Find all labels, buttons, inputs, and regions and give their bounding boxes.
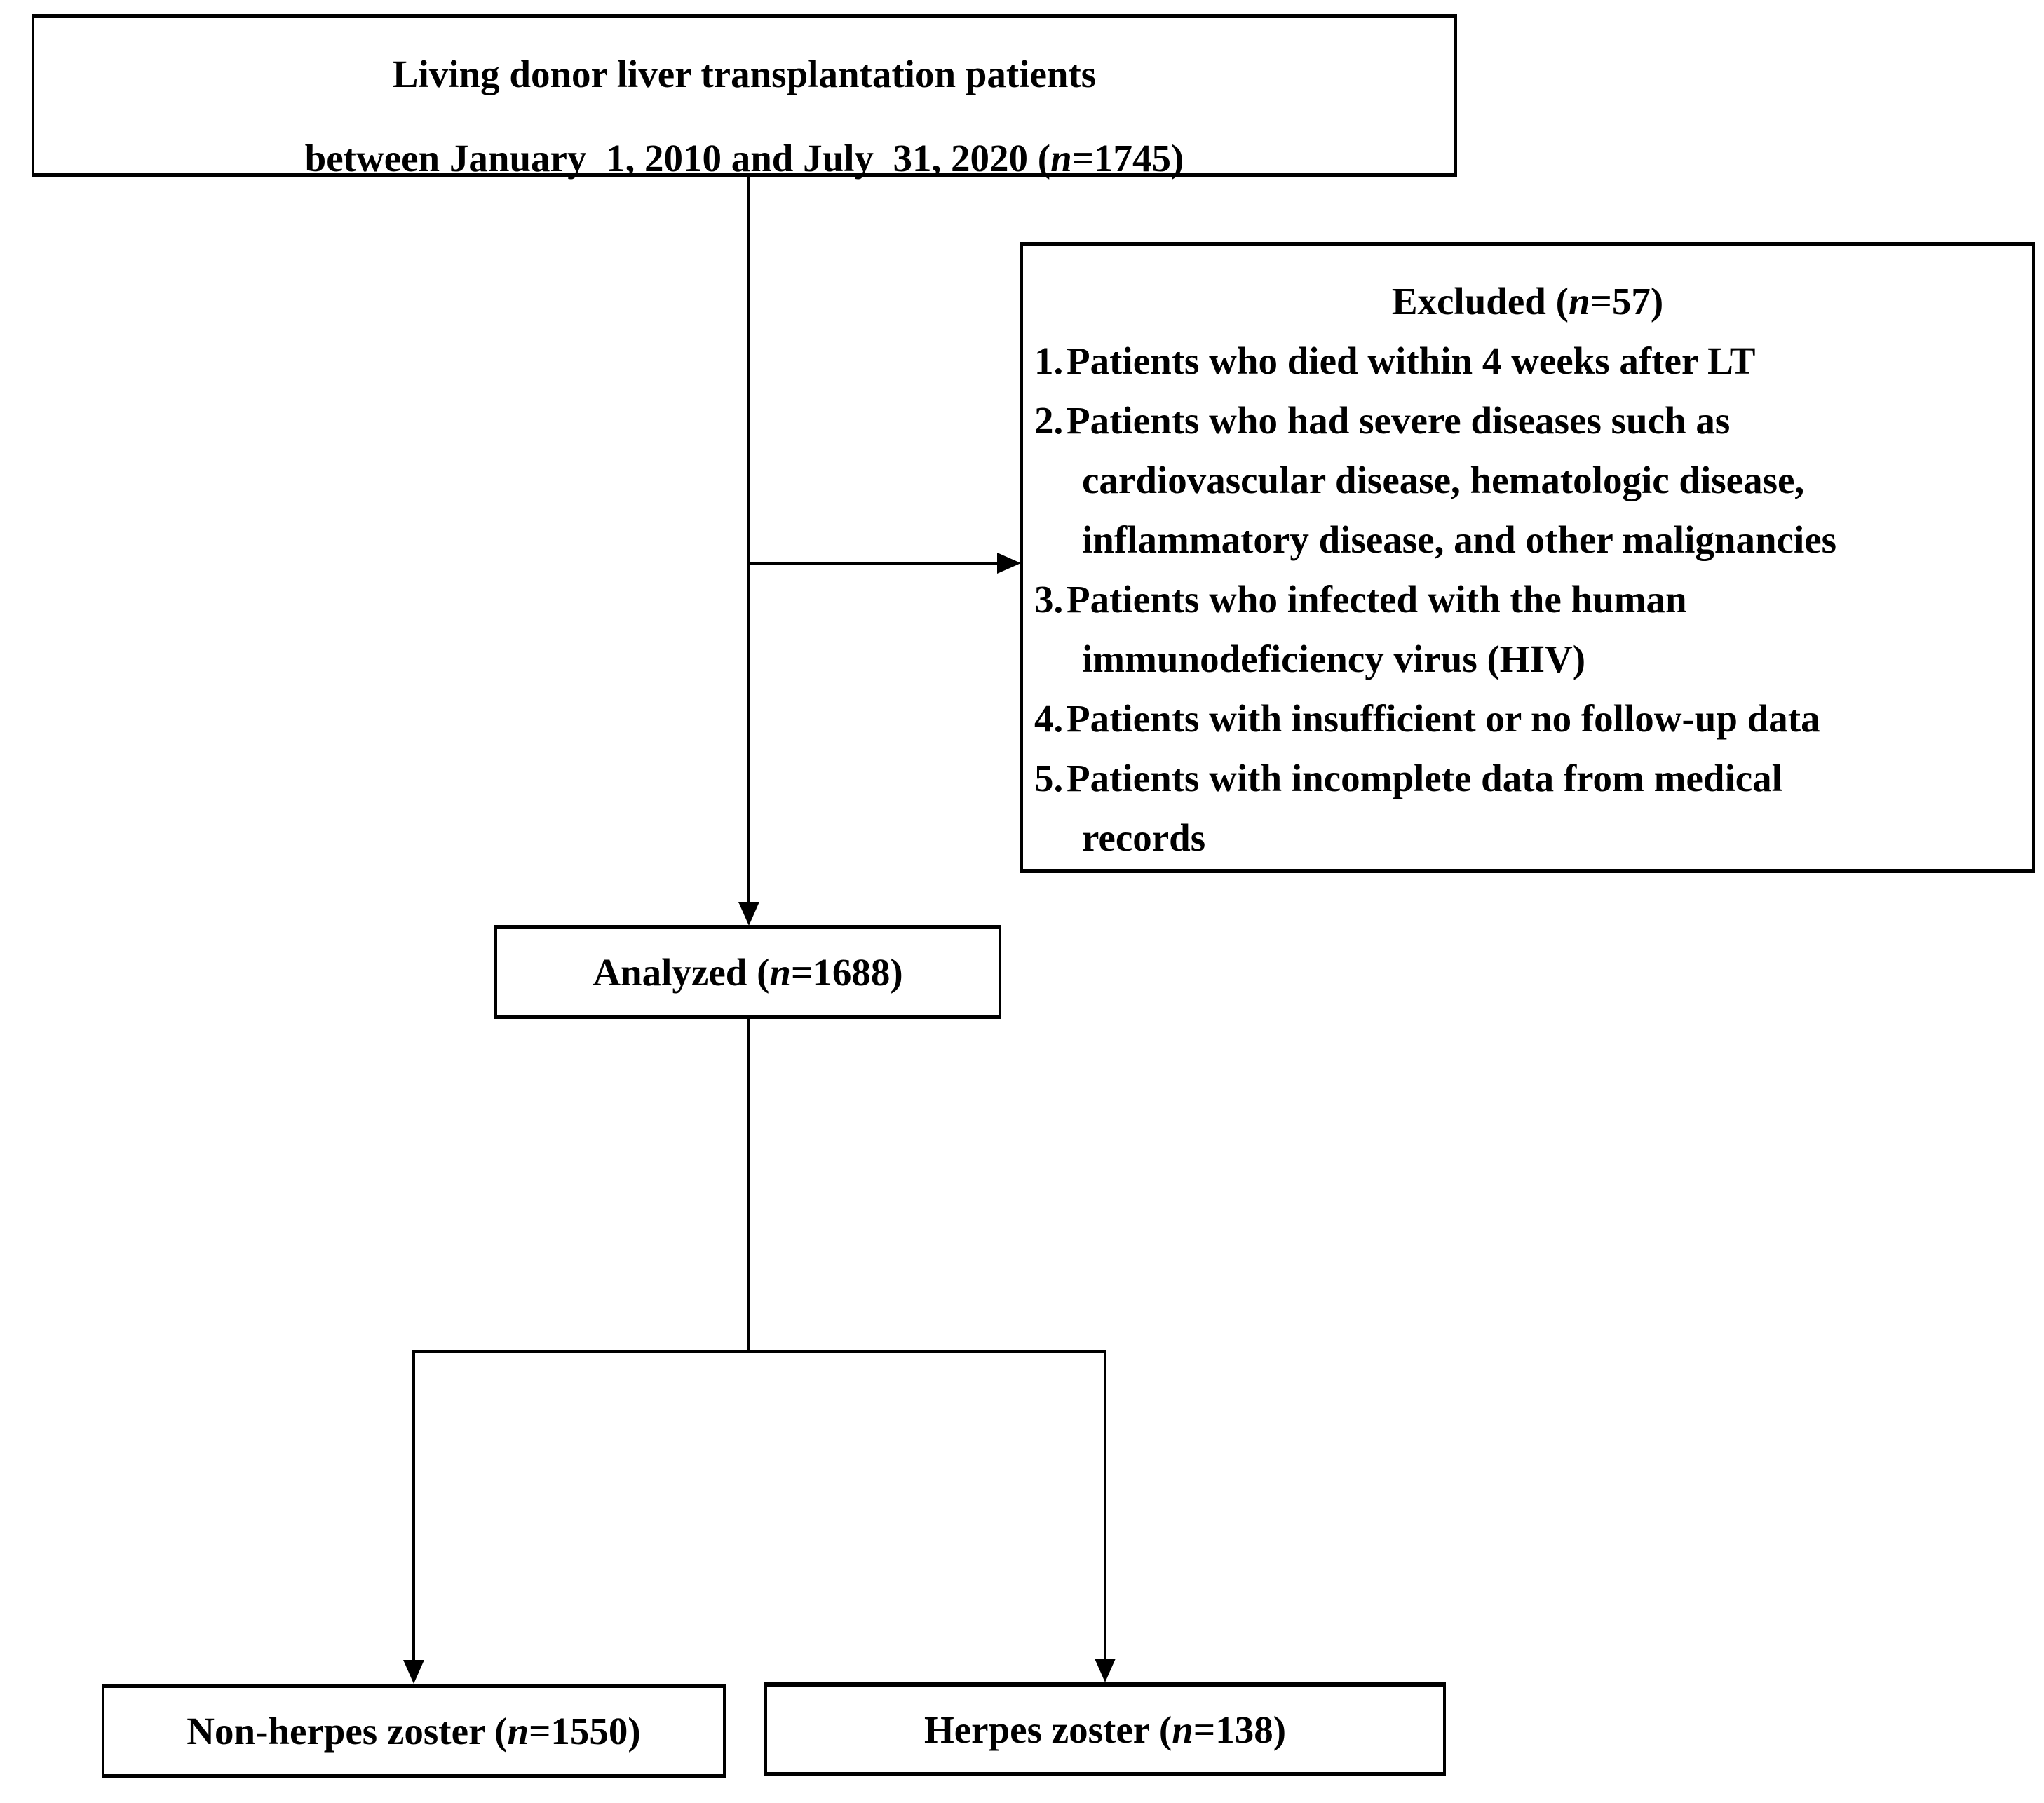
excluded-item-3-continuation: immunodeficiency virus (HIV) (1023, 629, 2032, 689)
excluded-item-5: 5.Patients with incomplete data from med… (1023, 748, 2032, 808)
excluded-item-3-line-1: Patients who infected with the human (1067, 578, 1687, 621)
excluded-item-5-number: 5. (1034, 757, 1064, 799)
excluded-title-suffix: =57) (1590, 280, 1664, 323)
herpes-label-n: n (1172, 1708, 1193, 1751)
branch-right-connector (1104, 1350, 1106, 1660)
non-herpes-label-prefix: Non-herpes zoster ( (187, 1709, 508, 1753)
excluded-item-2-line-2: cardiovascular disease, hematologic dise… (1082, 459, 1805, 501)
source-box-line1: Living donor liver transplantation patie… (34, 32, 1454, 116)
excluded-item-2-continuation: inflammatory disease, and other malignan… (1023, 510, 2032, 569)
excluded-title-n: n (1568, 280, 1590, 323)
excluded-item-2: 2.Patients who had severe diseases such … (1023, 391, 2032, 450)
excluded-title: Excluded (n=57) (1023, 271, 2032, 331)
excluded-item-2-line-1: Patients who had severe diseases such as (1067, 399, 1731, 442)
branch-left-connector (412, 1350, 415, 1661)
excluded-item-3: 3.Patients who infected with the human (1023, 569, 2032, 629)
arrow-down-icon (738, 902, 759, 926)
non-herpes-label-suffix: =1550) (529, 1709, 641, 1753)
excluded-item-3-line-2: immunodeficiency virus (HIV) (1082, 637, 1586, 680)
excluded-item-4-number: 4. (1034, 697, 1064, 740)
excluded-item-3-number: 3. (1034, 578, 1064, 621)
source-line2-n: n (1050, 137, 1072, 180)
excluded-item-1-line-1: Patients who died within 4 weeks after L… (1067, 339, 1756, 382)
excluded-item-1-number: 1. (1034, 339, 1064, 382)
herpes-label-prefix: Herpes zoster ( (923, 1708, 1172, 1751)
excluded-item-5-continuation: records (1023, 808, 2032, 867)
excluded-item-4: 4.Patients with insufficient or no follo… (1023, 689, 2032, 748)
source-line1-text: Living donor liver transplantation patie… (392, 53, 1097, 95)
connector-analyzed-to-branch (747, 1019, 750, 1351)
arrow-down-icon (1095, 1659, 1116, 1682)
source-line2-suffix: =1745) (1071, 137, 1184, 180)
connector-to-excluded (749, 562, 999, 565)
source-line2-prefix: between January 1, 2010 and July 31, 202… (304, 137, 1051, 180)
excluded-item-2-number: 2. (1034, 399, 1064, 442)
excluded-item-5-line-2: records (1082, 816, 1206, 859)
excluded-item-2-continuation: cardiovascular disease, hematologic dise… (1023, 450, 2032, 510)
analyzed-label-prefix: Analyzed ( (593, 950, 770, 994)
non-herpes-label-n: n (507, 1709, 529, 1753)
source-box-line2: between January 1, 2010 and July 31, 202… (34, 116, 1454, 201)
analyzed-label-suffix: =1688) (791, 950, 903, 994)
source-box: Living donor liver transplantation patie… (32, 14, 1457, 180)
excluded-box: Excluded (n=57) 1.Patients who died with… (1020, 242, 2035, 873)
arrow-right-icon (997, 553, 1021, 574)
analyzed-box: Analyzed (n=1688) (494, 925, 1001, 1019)
branch-line (412, 1350, 1106, 1353)
excluded-item-1: 1.Patients who died within 4 weeks after… (1023, 331, 2032, 391)
herpes-label: Herpes zoster (n=138) (924, 1708, 1286, 1752)
analyzed-label-n: n (769, 950, 791, 994)
non-herpes-label: Non-herpes zoster (n=1550) (187, 1709, 640, 1753)
outcome-box-herpes-zoster: Herpes zoster (n=138) (764, 1682, 1446, 1776)
herpes-label-suffix: =138) (1193, 1708, 1287, 1751)
excluded-item-4-line-1: Patients with insufficient or no follow-… (1067, 697, 1820, 740)
excluded-item-2-line-3: inflammatory disease, and other malignan… (1082, 518, 1837, 561)
excluded-title-prefix: Excluded ( (1391, 280, 1569, 323)
excluded-item-5-line-1: Patients with incomplete data from medic… (1067, 757, 1782, 799)
connector-source-to-analyzed (747, 177, 750, 903)
analyzed-label: Analyzed (n=1688) (593, 950, 902, 994)
arrow-down-icon (403, 1660, 424, 1684)
outcome-box-non-herpes-zoster: Non-herpes zoster (n=1550) (102, 1684, 726, 1778)
